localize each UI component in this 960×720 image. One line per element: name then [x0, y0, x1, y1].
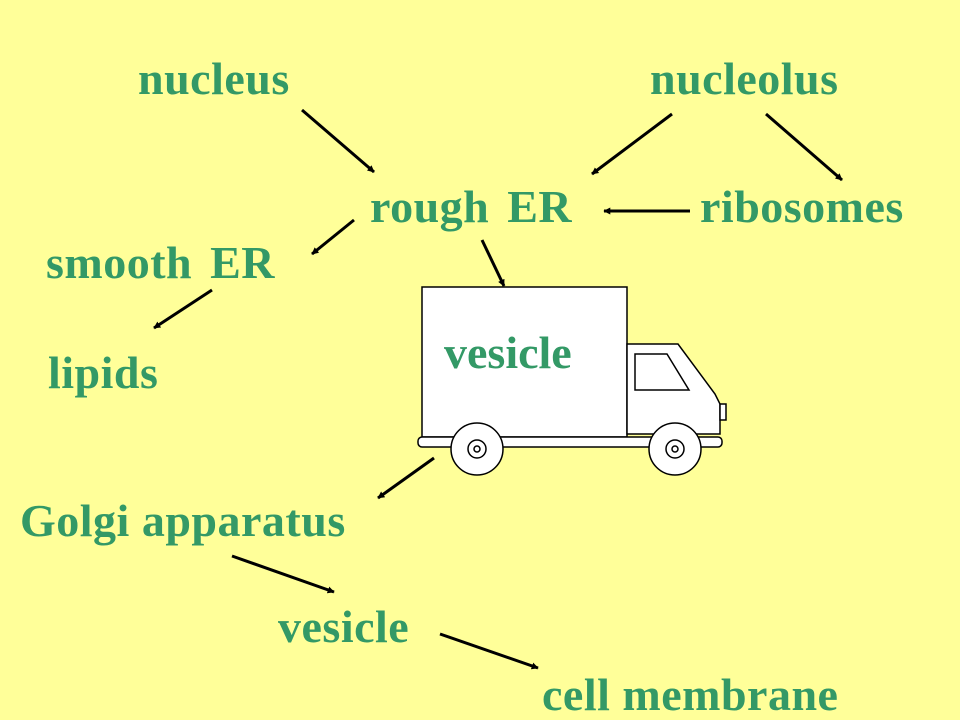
node-vesicle-truck: vesicle: [444, 327, 572, 378]
arrow-vesicle-to-golgi: [377, 456, 435, 500]
truck-cargo-box: [421, 286, 628, 438]
node-nucleolus: nucleolus: [650, 53, 839, 104]
arrow-rough-er-to-smooth-er: [311, 218, 355, 256]
node-ribosomes: ribosomes: [700, 181, 904, 232]
node-cell-membrane: cell membrane: [542, 669, 839, 720]
arrow-nucleus-to-rough-er: [301, 108, 375, 174]
node-smooth-er: smooth ER: [46, 237, 276, 288]
arrow-golgi-to-vesicle: [231, 554, 335, 594]
truck-window: [634, 353, 691, 391]
arrow-rough-er-to-vesicle: [480, 239, 506, 287]
truck-bumper: [719, 403, 727, 421]
arrow-vesicle-to-cell-membrane: [439, 632, 539, 670]
node-lipids: lipids: [48, 347, 159, 398]
arrow-smooth-er-to-lipids: [153, 288, 213, 330]
arrow-nucleolus-to-ribosomes: [765, 112, 843, 182]
node-golgi-apparatus: Golgi apparatus: [20, 495, 346, 546]
node-rough-er: rough ER: [370, 181, 573, 232]
node-nucleus: nucleus: [138, 53, 290, 104]
node-vesicle: vesicle: [278, 601, 410, 652]
delivery-truck-icon: [417, 286, 727, 476]
arrow-nucleolus-to-rough-er: [591, 112, 673, 176]
